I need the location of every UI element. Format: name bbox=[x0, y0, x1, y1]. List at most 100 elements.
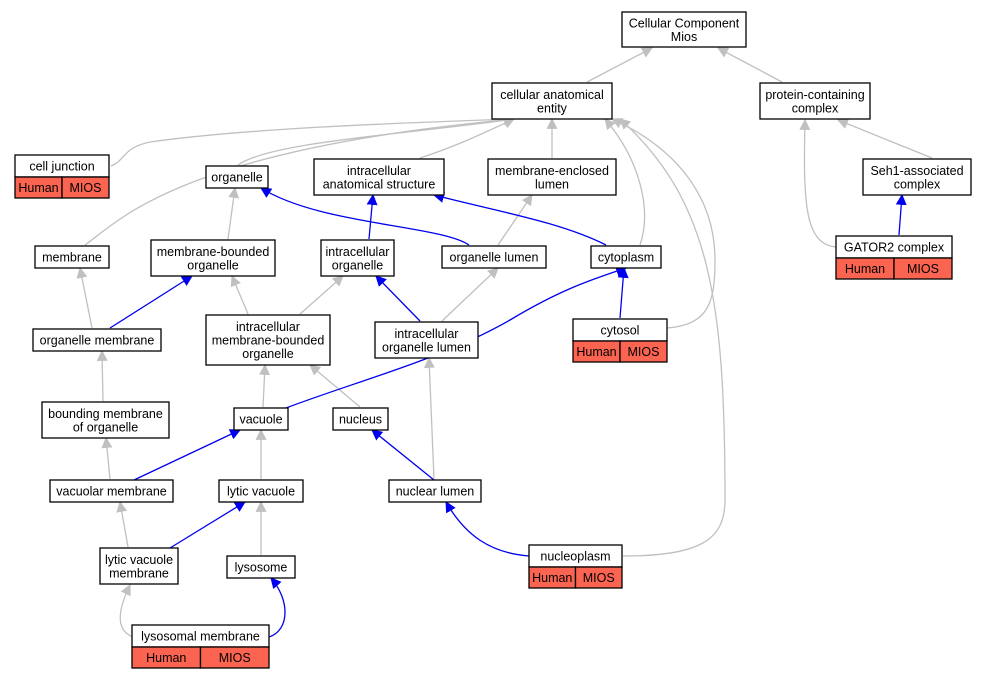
is-a-edge-1 bbox=[717, 47, 783, 83]
node-box bbox=[34, 245, 110, 269]
annotation-label: MIOS bbox=[583, 571, 615, 585]
node-box bbox=[332, 407, 389, 431]
is-a-edge-3 bbox=[237, 114, 516, 166]
node-label: lytic vacuole bbox=[227, 485, 295, 499]
annotation-label: Human bbox=[576, 345, 616, 359]
node-label: of organelle bbox=[73, 420, 138, 434]
part-of-edge-31 bbox=[371, 429, 435, 481]
is-a-edge-6 bbox=[836, 118, 933, 159]
node-vac[interactable]: vacuole bbox=[233, 407, 289, 431]
node-box bbox=[313, 158, 445, 196]
node-box bbox=[226, 555, 296, 579]
node-label: lumen bbox=[535, 177, 569, 191]
part-of-edge-15 bbox=[895, 193, 907, 236]
annotation-cell bbox=[619, 340, 668, 363]
is-a-edge-19 bbox=[299, 275, 344, 315]
node-om[interactable]: organelle membrane bbox=[32, 328, 162, 352]
node-lv[interactable]: lytic vacuole bbox=[218, 479, 304, 503]
node-box bbox=[487, 158, 617, 196]
node-box bbox=[49, 479, 174, 503]
node-box bbox=[388, 479, 482, 503]
node-label: organelle bbox=[187, 258, 238, 272]
node-label: Mios bbox=[671, 30, 697, 44]
annotation-label: MIOS bbox=[628, 345, 660, 359]
node-box bbox=[205, 314, 331, 366]
node-ol[interactable]: organelle lumen bbox=[441, 245, 547, 269]
node-label: Seh1-associated bbox=[870, 164, 963, 178]
node-label: nucleoplasm bbox=[540, 550, 610, 564]
is-a-edge-9 bbox=[227, 186, 240, 240]
annotation-label: MIOS bbox=[70, 181, 102, 195]
node-box bbox=[320, 239, 395, 277]
node-box bbox=[759, 82, 871, 120]
part-of-edge-17 bbox=[109, 275, 193, 329]
is-a-edge-14 bbox=[799, 118, 838, 248]
is-a-edge-34 bbox=[116, 500, 129, 548]
node-label: organelle bbox=[332, 258, 383, 272]
node-label: cell junction bbox=[29, 160, 94, 174]
is-a-edge-32 bbox=[423, 356, 435, 480]
node-box bbox=[590, 245, 662, 269]
is-a-edge-12 bbox=[604, 118, 646, 246]
is-a-edge-21 bbox=[441, 267, 499, 322]
part-of-edge-29 bbox=[133, 429, 241, 481]
node-box bbox=[441, 245, 547, 269]
node-label: intracellular bbox=[395, 327, 459, 341]
node-label: complex bbox=[894, 177, 941, 191]
is-a-edge-7 bbox=[84, 114, 516, 246]
node-label: membrane-enclosed bbox=[495, 164, 609, 178]
node-nuc[interactable]: nucleus bbox=[332, 407, 389, 431]
is-a-edge-16 bbox=[76, 266, 93, 329]
node-box bbox=[205, 165, 269, 189]
node-label: entity bbox=[537, 101, 568, 115]
is-a-edge-37 bbox=[619, 118, 726, 557]
node-label: GATOR2 complex bbox=[844, 241, 945, 255]
annotation-label: Human bbox=[146, 651, 186, 665]
node-org[interactable]: organelle bbox=[205, 165, 269, 189]
annotation-label: Human bbox=[532, 571, 572, 585]
node-label: nuclear lumen bbox=[396, 485, 475, 499]
node-label: intracellular bbox=[326, 245, 390, 259]
node-label: organelle membrane bbox=[40, 334, 155, 348]
node-label: membrane-bounded bbox=[157, 245, 270, 259]
is-a-edge-18 bbox=[230, 274, 249, 315]
annotation-label: MIOS bbox=[219, 651, 251, 665]
node-mem[interactable]: membrane bbox=[34, 245, 110, 269]
node-lys[interactable]: lysosome bbox=[226, 555, 296, 579]
annotation-label: Human bbox=[845, 262, 885, 276]
node-nl[interactable]: nuclear lumen bbox=[388, 479, 482, 503]
is-a-edge-11 bbox=[497, 194, 533, 246]
node-label: lytic vacuole bbox=[105, 553, 173, 567]
node-box bbox=[491, 82, 613, 120]
part-of-edge-8 bbox=[366, 193, 378, 240]
node-box bbox=[32, 328, 162, 352]
node-box bbox=[621, 11, 747, 48]
node-label: cellular anatomical bbox=[500, 88, 604, 102]
node-label: organelle bbox=[211, 171, 262, 185]
node-label: cytosol bbox=[601, 324, 640, 338]
node-vm[interactable]: vacuolar membrane bbox=[49, 479, 174, 503]
node-box bbox=[233, 407, 289, 431]
node-cyto[interactable]: cytoplasm bbox=[590, 245, 662, 269]
is-a-edge-25 bbox=[259, 363, 271, 408]
annotation-cell bbox=[893, 257, 953, 280]
